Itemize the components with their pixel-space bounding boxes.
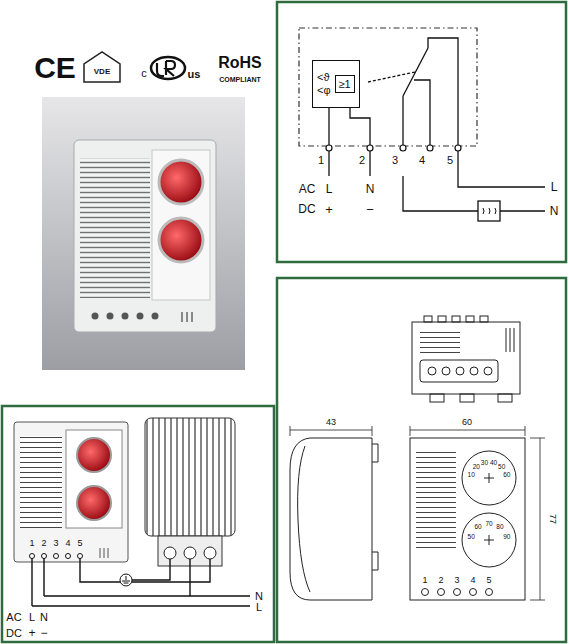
terminal-label: L (551, 181, 558, 193)
terminal-label: N (40, 612, 48, 623)
dimension: 43 (326, 418, 336, 427)
certification-mark: COMPLIANT (219, 76, 261, 83)
terminal-label: 1 (318, 155, 324, 166)
terminal-label: AC (6, 612, 21, 623)
ul-mark (157, 61, 175, 76)
dial-scale: 50 (498, 464, 505, 471)
schematic-wires (329, 38, 545, 211)
terminal-label: 2 (41, 539, 46, 548)
dial-scale: 10 (468, 471, 475, 478)
terminal-label: 2 (438, 576, 443, 585)
ul-logo (151, 57, 185, 79)
certification-mark: us (188, 69, 201, 80)
terminal-label: N (366, 183, 375, 195)
dial-scale: 80 (496, 524, 503, 531)
terminal-label: DC (6, 628, 22, 639)
hygrotherm-body (14, 422, 128, 562)
vde-logo (84, 52, 120, 82)
wiring (32, 556, 250, 606)
heater-body (145, 418, 235, 536)
terminal-label: + (325, 203, 333, 216)
dial-scale: 40 (490, 459, 497, 466)
terminals (326, 145, 461, 151)
dimension: 60 (462, 418, 472, 427)
terminal-label: 2 (359, 155, 365, 166)
front-view (410, 438, 525, 600)
or-gate-box: ≥1 (335, 75, 355, 94)
certification-mark: VDE (94, 68, 110, 76)
heater-waves (483, 208, 496, 214)
terminal-label: 5 (77, 539, 82, 548)
heater-symbol (478, 201, 500, 221)
dial-scale: 30 (481, 459, 488, 466)
side-view (290, 438, 372, 600)
terminal-label: 4 (470, 576, 475, 585)
terminal-label: N (550, 205, 559, 217)
dimension: 77 (548, 514, 557, 524)
terminal-label: AC (299, 183, 316, 195)
terminal-label: 4 (65, 539, 70, 548)
terminal-label: 3 (392, 155, 398, 166)
terminal-label: L (29, 612, 35, 623)
terminal-label: 3 (454, 576, 459, 585)
certification-mark: c (141, 68, 147, 79)
certification-mark: RoHS (218, 55, 262, 71)
terminal-label: − (366, 203, 374, 216)
dimension-lines (290, 426, 545, 600)
sensor-logic-box: <ϑ<φ ≥1 (312, 60, 360, 108)
device-body (74, 140, 216, 332)
dial-scale: 50 (468, 533, 475, 540)
top-view (412, 322, 520, 394)
terminal-label: 1 (29, 539, 34, 548)
dial-scale: 60 (474, 524, 481, 531)
dial-scale: 20 (473, 464, 480, 471)
certification-mark: CE (34, 53, 76, 83)
dial-scale: 90 (503, 533, 510, 540)
terminal-label: DC (298, 203, 315, 215)
terminal-label: − (40, 627, 47, 639)
terminal-label: N (255, 591, 263, 602)
dial (77, 486, 111, 520)
gate-symbol: ≥1 (339, 78, 351, 91)
enclosure-outline (299, 28, 477, 146)
dial (77, 438, 111, 472)
sensor-symbol: <φ (317, 84, 331, 97)
terminal-label: 3 (53, 539, 58, 548)
dial (159, 218, 203, 262)
dial-scale: 60 (503, 471, 510, 478)
terminal-label: 4 (419, 155, 425, 166)
sensor-symbol: <ϑ (317, 71, 331, 84)
device-fins (80, 158, 150, 298)
terminal-label: + (28, 627, 35, 639)
dial-scale: 70 (485, 521, 492, 528)
product-photo (42, 97, 245, 370)
ground-symbol (120, 574, 132, 586)
dial (159, 160, 203, 204)
terminal-label: L (326, 183, 333, 195)
terminal-label: 5 (486, 576, 491, 585)
terminal-label: 5 (447, 155, 453, 166)
terminal-label: L (256, 602, 262, 613)
terminal-label: 1 (422, 576, 427, 585)
